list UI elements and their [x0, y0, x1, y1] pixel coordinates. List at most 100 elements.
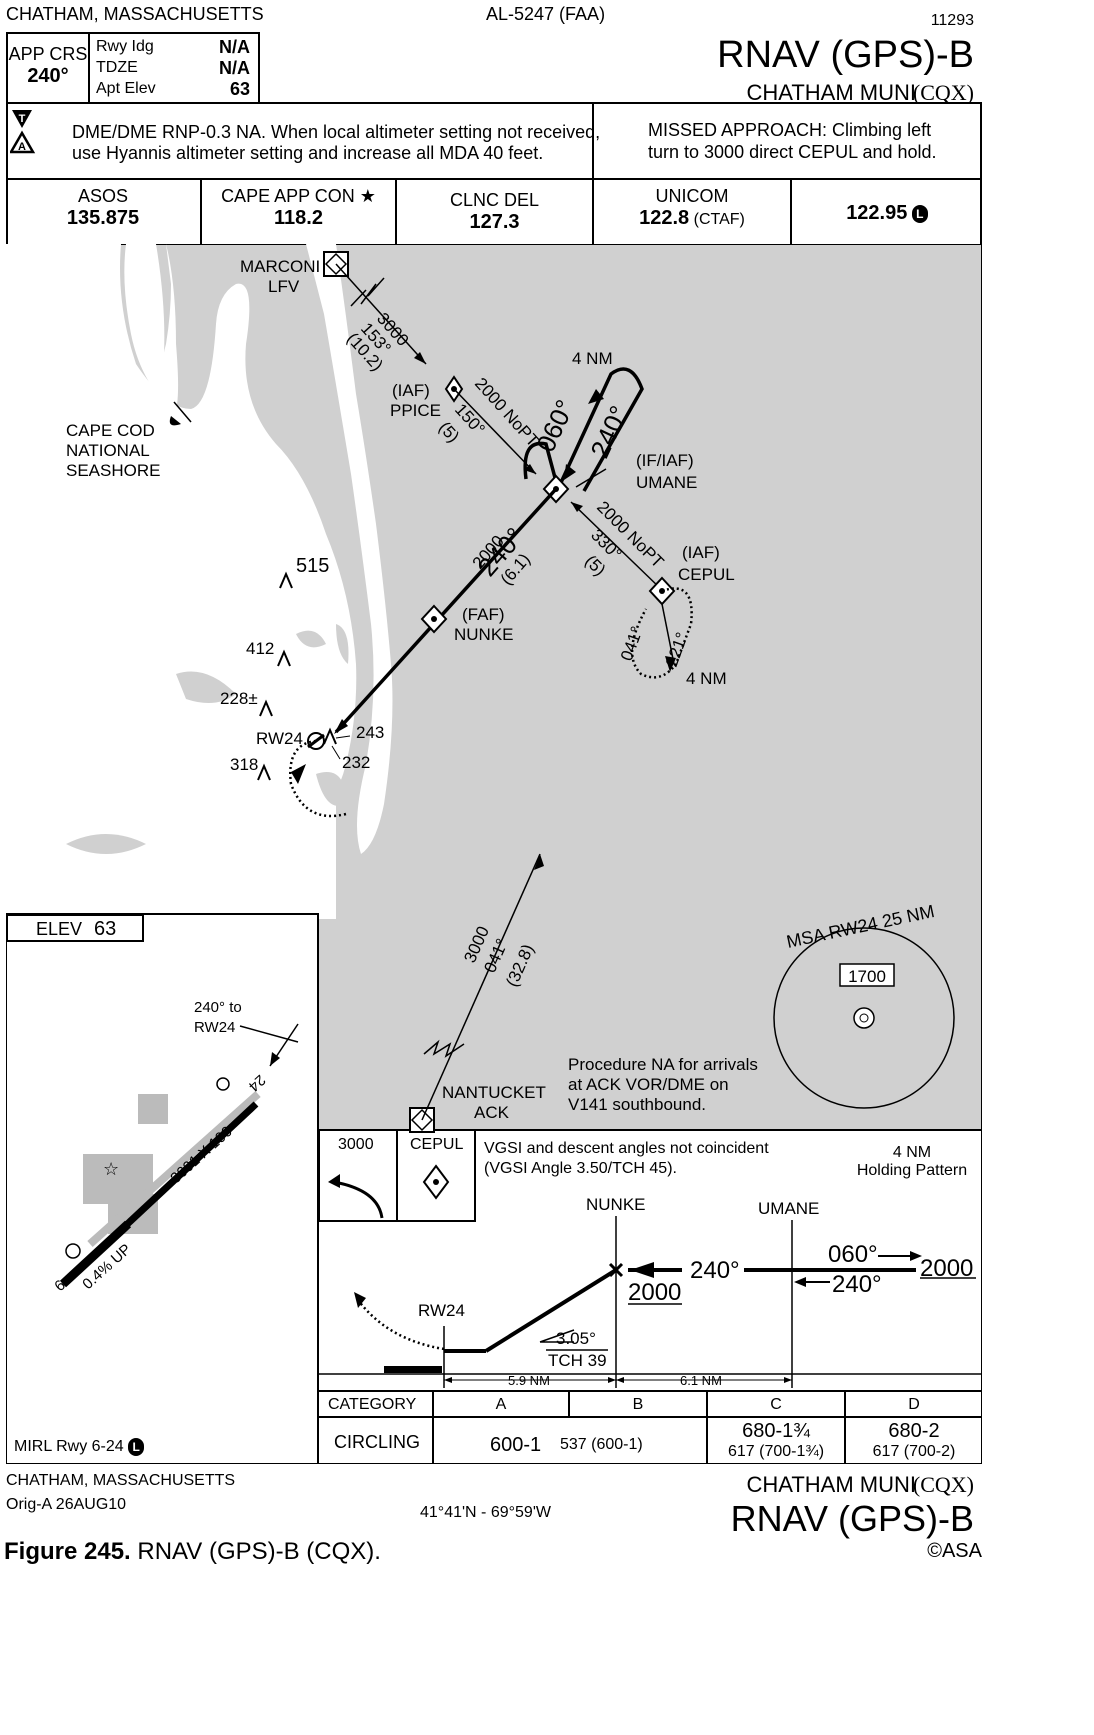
- svg-text:LFV: LFV: [268, 277, 300, 296]
- apt-elev-value: 63: [229, 79, 250, 99]
- missed-line1: MISSED APPROACH: Climbing left: [648, 120, 932, 140]
- svg-text:SEASHORE: SEASHORE: [66, 461, 160, 480]
- plan-view: 3000 153° (10.2) 2000 NoPT 150° (5) 2000…: [6, 244, 982, 1464]
- msa-circle: [773, 927, 955, 1109]
- app-crs-box: APP CRS 240°: [6, 32, 90, 104]
- holding-note: 4 NM Holding Pattern: [856, 1144, 968, 1179]
- cat-c: C: [770, 1396, 782, 1413]
- header-number: 11293: [930, 12, 974, 29]
- ab-minimums: 600-1: [490, 1434, 542, 1456]
- vgsi-line1: VGSI and descent angles not coincident: [484, 1140, 769, 1157]
- vgsi-line2: (VGSI Angle 3.50/TCH 45).: [484, 1160, 677, 1177]
- obstacle-icons: [257, 571, 337, 781]
- circling-label: CIRCLING: [334, 1432, 421, 1452]
- footer-airport: CHATHAM MUNI: [746, 1472, 916, 1497]
- missed-alt: 3000: [338, 1136, 374, 1153]
- svg-text:at ACK VOR/DME on: at ACK VOR/DME on: [568, 1075, 729, 1094]
- rwy-idg-label: Rwy Idg: [96, 38, 154, 55]
- missed-line2: turn to 3000 direct CEPUL and hold.: [648, 142, 937, 162]
- app-crs-label: APP CRS: [8, 44, 88, 64]
- alternate-takeoff-icon: T A: [10, 110, 36, 154]
- svg-text:MARCONI: MARCONI: [240, 257, 320, 276]
- comm-approach: CAPE APP CON ★ 118.2: [221, 186, 376, 229]
- profile-view: NUNKE UMANE RW24 3.05° TCH 39 240° 2000 …: [318, 1164, 982, 1388]
- cat-a: A: [495, 1396, 507, 1413]
- svg-text:V141 southbound.: V141 southbound.: [568, 1095, 706, 1114]
- svg-text:RW24: RW24: [194, 1019, 235, 1036]
- svg-text:(FAF): (FAF): [462, 605, 505, 624]
- comm-asos: ASOS 135.875: [66, 186, 140, 229]
- d-minimums: 680-2 617 (700-2): [872, 1420, 956, 1460]
- svg-text:Procedure NA for arrivals: Procedure NA for arrivals: [568, 1055, 758, 1074]
- svg-text:NUNKE: NUNKE: [454, 625, 514, 644]
- rwy-idg-value: N/A: [219, 37, 250, 57]
- header-location: CHATHAM, MASSACHUSETTS: [6, 4, 264, 24]
- svg-text:228±: 228±: [220, 689, 258, 708]
- svg-text:A: A: [18, 141, 26, 153]
- nunke-fix-icon: [420, 604, 448, 634]
- svg-text:PPICE: PPICE: [390, 401, 441, 420]
- svg-text:318: 318: [230, 755, 258, 774]
- svg-text:4 NM: 4 NM: [686, 669, 727, 688]
- svg-text:24: 24: [245, 1071, 269, 1095]
- footer-coords: 41°41'N - 69°59'W: [420, 1504, 551, 1521]
- svg-text:243: 243: [356, 723, 384, 742]
- circling-path: [289, 739, 347, 818]
- svg-text:RW24: RW24: [418, 1301, 465, 1320]
- svg-text:(IAF): (IAF): [392, 381, 430, 400]
- svg-text:TCH 39: TCH 39: [548, 1351, 607, 1370]
- svg-text:2000: 2000: [628, 1279, 681, 1306]
- svg-text:UMANE: UMANE: [636, 473, 697, 492]
- svg-text:ACK: ACK: [474, 1103, 510, 1122]
- svg-text:3.05°: 3.05°: [556, 1329, 596, 1348]
- category-label: CATEGORY: [328, 1396, 417, 1413]
- svg-text:NATIONAL: NATIONAL: [66, 441, 150, 460]
- land-outer-cape: [306, 244, 393, 854]
- header-chart-id: AL-5247 (FAA): [486, 4, 606, 24]
- comm-unicom: UNICOM 122.8 (CTAF): [639, 186, 745, 229]
- comm-clearance: CLNC DEL 127.3: [449, 190, 540, 233]
- notes-line2: use Hyannis altimeter setting and increa…: [72, 143, 544, 163]
- app-crs-value: 240°: [27, 65, 69, 87]
- footer-orig: Orig-A 26AUG10: [6, 1496, 127, 1513]
- svg-text:515: 515: [296, 555, 329, 577]
- app-info-box: Rwy Idg N/A TDZE N/A Apt Elev 63: [88, 32, 260, 104]
- c-minimums: 680-1¾ 617 (700-1¾): [727, 1420, 825, 1460]
- tdze-label: TDZE: [96, 59, 138, 76]
- svg-text:240°: 240°: [690, 1257, 740, 1284]
- svg-text:T: T: [19, 113, 26, 125]
- cat-d: D: [908, 1396, 920, 1413]
- final-course: [334, 487, 558, 734]
- svg-text:CAPE COD: CAPE COD: [66, 421, 155, 440]
- mirl-note: MIRL Rwy 6-24 L: [14, 1438, 145, 1456]
- svg-text:6.1 NM: 6.1 NM: [680, 1373, 722, 1388]
- land-inset-bg: [6, 784, 336, 919]
- header-title: RNAV (GPS)-B: [717, 34, 974, 76]
- airport-diagram: ☆ 240° to RW24 3001 X 100 0.4% UP 24 6: [51, 999, 299, 1295]
- svg-text:NANTUCKET: NANTUCKET: [442, 1083, 546, 1102]
- cepul-hold: [630, 587, 693, 679]
- tdze-value: N/A: [219, 58, 250, 78]
- lighting-l-icon: L: [911, 205, 928, 223]
- notes-line1: DME/DME RNP-0.3 NA. When local altimeter…: [72, 122, 601, 142]
- svg-text:232: 232: [342, 753, 370, 772]
- svg-text:CEPUL: CEPUL: [678, 565, 735, 584]
- header-airport: CHATHAM MUNI: [746, 80, 916, 105]
- svg-text:RW24: RW24: [256, 729, 303, 748]
- svg-text:(IF/IAF): (IF/IAF): [636, 451, 694, 470]
- tower-star-icon: ☆: [103, 1159, 119, 1179]
- comm-other: 122.95 L: [792, 202, 982, 225]
- svg-text:2000: 2000: [920, 1255, 973, 1282]
- svg-text:412: 412: [246, 639, 274, 658]
- ab-minimums-sub: 537 (600-1): [560, 1436, 643, 1453]
- svg-text:1700: 1700: [848, 967, 886, 986]
- cat-b: B: [632, 1396, 644, 1413]
- land-main: [6, 244, 176, 414]
- svg-text:4 NM: 4 NM: [572, 349, 613, 368]
- apt-elev-label: Apt Elev: [96, 80, 156, 97]
- svg-text:NUNKE: NUNKE: [586, 1195, 646, 1214]
- elev-box: ELEV 63: [6, 914, 144, 942]
- svg-text:(IAF): (IAF): [682, 543, 720, 562]
- missed-fix: CEPUL: [410, 1136, 464, 1153]
- header-ident: (CQX): [912, 80, 974, 105]
